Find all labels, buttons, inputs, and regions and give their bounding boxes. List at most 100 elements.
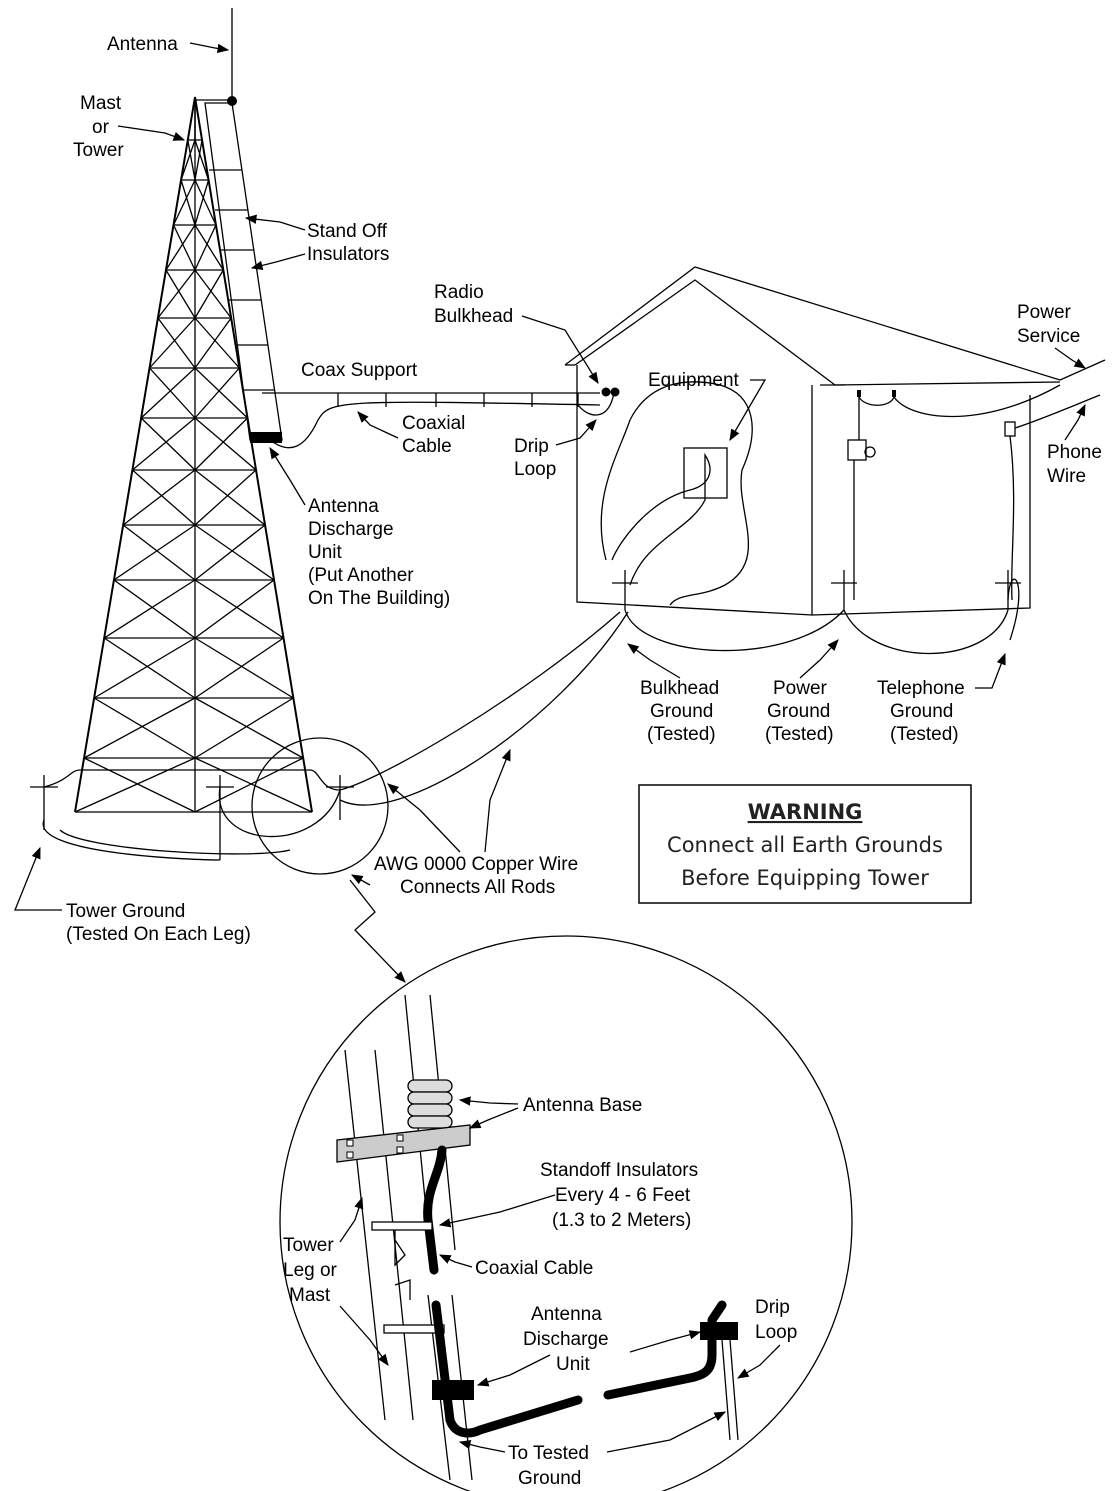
label-phone-wire: Phone	[1047, 442, 1102, 463]
tower-strut	[194, 269, 224, 319]
tower-strut	[122, 469, 196, 526]
label-antenna: Antenna	[107, 34, 178, 55]
warning-line-2: Before Equipping Tower	[681, 866, 929, 890]
label-equipment: Equipment	[648, 370, 740, 391]
svg-text:Ground: Ground	[650, 701, 713, 722]
tower-strut	[83, 757, 196, 813]
svg-text:Tower: Tower	[73, 140, 124, 161]
tower-strut	[194, 579, 284, 639]
tower-strut	[194, 637, 284, 699]
detail-label-tower-leg: Tower	[283, 1235, 334, 1256]
svg-text:(Tested): (Tested)	[765, 724, 834, 745]
tower-strut	[157, 269, 196, 319]
tower-strut	[194, 179, 217, 226]
tower-strut	[172, 179, 196, 226]
tower-strut	[194, 469, 266, 526]
svg-text:(Tested): (Tested)	[890, 724, 959, 745]
tower-strut	[194, 637, 294, 699]
tower-strut	[194, 697, 304, 759]
svg-text:Ground: Ground	[518, 1468, 581, 1489]
tower-strut	[194, 269, 232, 319]
svg-text:Leg or: Leg or	[283, 1260, 338, 1281]
tower-strut	[93, 637, 196, 699]
tower-strut	[157, 317, 196, 369]
antenna-base-insulator	[407, 1079, 453, 1093]
svg-text:or: or	[92, 117, 110, 138]
warning-title: WARNING	[748, 800, 863, 824]
svg-text:Every 4 - 6 Feet: Every 4 - 6 Feet	[555, 1185, 691, 1206]
label-mast: Mast	[80, 93, 122, 114]
label-tower-ground: Tower Ground	[66, 901, 185, 922]
svg-text:Cable: Cable	[402, 436, 452, 457]
ground-wires	[42, 578, 1020, 861]
tower-strut	[194, 139, 210, 181]
svg-text:Connects All Rods: Connects All Rods	[400, 877, 555, 898]
discharge-unit-block	[250, 432, 282, 443]
tower-strut	[103, 579, 196, 639]
detail-coax-lower	[431, 1300, 583, 1438]
equipment-box	[683, 447, 728, 499]
tower-strut	[122, 524, 196, 581]
svg-text:(Tested On Each Leg): (Tested On Each Leg)	[66, 924, 251, 945]
detail-view	[279, 935, 853, 1491]
mounting-bracket	[336, 1124, 471, 1163]
svg-text:(1.3 to 2 Meters): (1.3 to 2 Meters)	[552, 1210, 691, 1231]
svg-text:Discharge: Discharge	[523, 1329, 609, 1350]
tower-strut	[194, 757, 304, 813]
tower-strut	[194, 317, 240, 369]
tower-strut	[194, 469, 257, 526]
detail-label-to-ground: To Tested	[508, 1443, 589, 1464]
svg-text:Bulkhead: Bulkhead	[434, 306, 513, 327]
label-coax-support: Coax Support	[301, 360, 418, 381]
tower-strut	[131, 469, 196, 526]
labels: Antenna Mast or Tower Stand Off Insulato…	[14, 34, 1102, 945]
tower-strut	[93, 697, 196, 759]
tower-strut	[194, 524, 275, 581]
tower-strut	[165, 269, 196, 319]
tower-strut	[194, 224, 224, 271]
detail-circle	[279, 935, 853, 1491]
svg-text:Loop: Loop	[514, 459, 556, 480]
tower-strut	[194, 757, 313, 813]
svg-text:Loop: Loop	[755, 1322, 797, 1343]
label-bulkhead-ground: Bulkhead	[640, 678, 719, 699]
svg-text:Discharge: Discharge	[308, 519, 394, 540]
tower-strut	[140, 367, 196, 419]
tower-strut	[113, 524, 196, 581]
tower	[74, 96, 313, 813]
antenna-mast	[195, 8, 283, 443]
label-standoff: Stand Off	[307, 221, 388, 242]
svg-text:(Put Another: (Put Another	[308, 565, 414, 586]
tower-strut	[180, 179, 196, 226]
tower-strut	[194, 224, 217, 271]
tower-strut	[149, 367, 196, 419]
tower-strut	[194, 96, 203, 141]
label-power-ground: Power	[773, 678, 828, 699]
svg-text:Insulators: Insulators	[307, 244, 389, 265]
svg-text:Unit: Unit	[308, 542, 343, 563]
tower-strut	[83, 697, 196, 759]
label-telephone-ground: Telephone	[877, 678, 965, 699]
zoom-circle	[251, 737, 389, 875]
warning-box	[638, 784, 972, 904]
detail-discharge-unit	[432, 1380, 474, 1400]
svg-text:Unit: Unit	[556, 1354, 591, 1375]
tower-strut	[140, 417, 196, 471]
tower-strut	[172, 224, 196, 271]
detail-label-discharge-unit: Antenna	[531, 1304, 602, 1325]
svg-text:Mast: Mast	[289, 1285, 331, 1306]
tower-strut	[165, 224, 196, 271]
warning-line-1: Connect all Earth Grounds	[667, 833, 943, 857]
label-coaxial-cable: Coaxial	[402, 413, 465, 434]
detail-label-drip-loop: Drip	[755, 1297, 790, 1318]
tower-strut	[194, 417, 248, 471]
tower-strut	[180, 139, 196, 181]
label-discharge-unit: Antenna	[308, 496, 379, 517]
label-power-service: Power	[1017, 302, 1072, 323]
svg-text:On The Building): On The Building)	[308, 588, 450, 609]
tower-strut	[149, 317, 196, 369]
svg-text:Ground: Ground	[890, 701, 953, 722]
detail-label-standoff: Standoff Insulators	[540, 1160, 698, 1181]
tower-strut	[194, 139, 203, 181]
